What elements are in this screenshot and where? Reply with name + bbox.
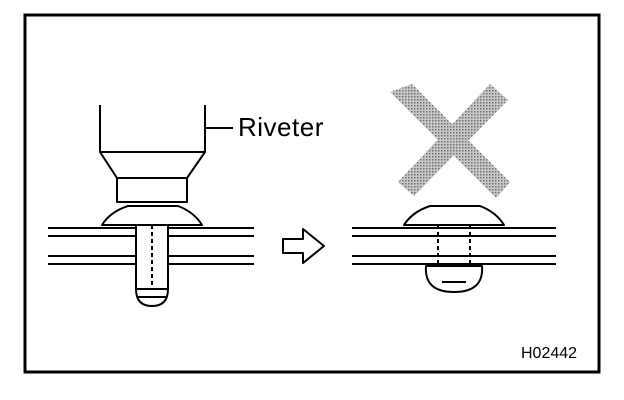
riveter-label: Riveter [238,112,324,142]
rivet-tail-right [424,265,484,293]
arrow-right-outline-icon [282,228,325,264]
riveter-taper [99,151,206,179]
right-illustration [352,205,556,293]
left-illustration [48,105,254,307]
panel-bottom-right [352,255,556,265]
x-mark-icon [390,84,510,198]
panel-top-right [352,227,556,237]
figure-code: H02442 [521,345,578,362]
diagram-frame [23,13,601,374]
rivet-head-right [403,205,505,226]
rivet-head-left [101,205,203,226]
riveter-nozzle [116,177,188,203]
